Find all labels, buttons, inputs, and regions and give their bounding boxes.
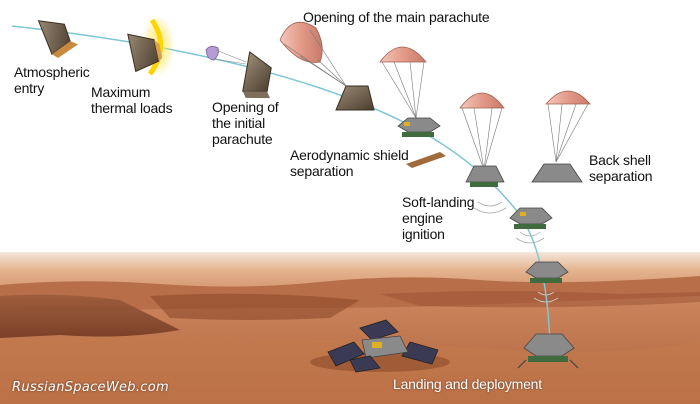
label-back-shell-separation: Back shell separation	[589, 152, 653, 184]
label-maximum-thermal-loads: Maximum thermal loads	[91, 84, 173, 116]
thruster-plume-icon	[533, 291, 559, 303]
capsule-icon	[127, 33, 163, 73]
main-parachute-icon	[379, 46, 427, 119]
lander-icon	[509, 207, 553, 229]
main-parachute-icon	[545, 90, 591, 163]
label-opening-initial-parachute: Opening of the initial parachute	[212, 99, 279, 147]
lander-icon	[517, 333, 579, 369]
capsule-icon	[335, 85, 375, 111]
label-soft-landing-ignition: Soft-landing engine ignition	[402, 194, 475, 242]
lander-icon	[397, 117, 441, 137]
lander-icon	[525, 261, 569, 283]
capsule-icon	[465, 165, 505, 187]
label-opening-main-parachute: Opening of the main parachute	[303, 9, 490, 25]
label-landing-and-deployment: Landing and deployment	[393, 376, 542, 392]
capsule-icon	[242, 50, 272, 99]
back-shell-icon	[531, 163, 583, 183]
deployed-lander-icon	[310, 319, 450, 373]
heat-shield-icon	[406, 152, 446, 168]
mars-terrain	[0, 252, 700, 404]
label-aerodynamic-shield-separation: Aerodynamic shield separation	[290, 147, 409, 179]
capsule-icon	[37, 20, 79, 58]
main-parachute-icon	[459, 92, 505, 171]
drogue-parachute-icon	[205, 46, 247, 65]
credit-watermark: RussianSpaceWeb.com	[12, 380, 169, 395]
main-parachute-icon	[279, 21, 347, 87]
label-atmospheric-entry: Atmospheric entry	[14, 64, 90, 96]
thruster-plume-icon	[473, 201, 545, 244]
